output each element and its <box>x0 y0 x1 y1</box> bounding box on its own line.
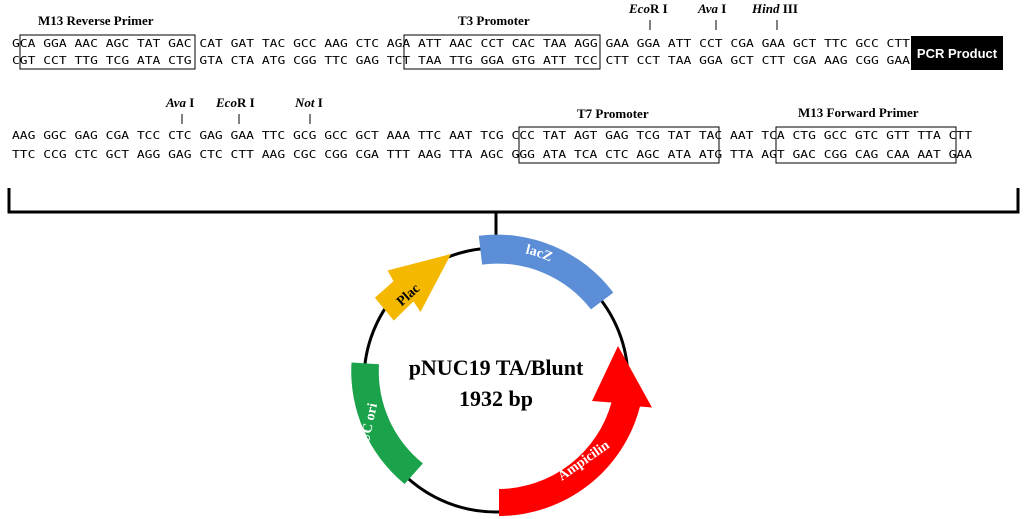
t3-promoter-label: T3 Promoter <box>458 13 530 28</box>
t7-promoter-box <box>518 126 720 164</box>
pcr-product-badge <box>911 36 1003 70</box>
sequence-row2-bottom: TTC CCG CTC GCT AGG GAG CTC CTT AAG CGC … <box>12 148 972 161</box>
sequence-row1-top: GCA GGA AAC AGC TAT GAC CAT GAT TAC GCC … <box>12 37 910 50</box>
m13-reverse-label: M13 Reverse Primer <box>38 13 154 28</box>
ecori-site-label-2: EcoR I <box>215 95 255 110</box>
m13-forward-label: M13 Forward Primer <box>798 105 919 120</box>
plasmid-size: 1932 bp <box>459 386 533 411</box>
puc-ori-arc <box>351 362 423 484</box>
puc-ori-feature: pUC ori <box>351 362 423 484</box>
lacz-feature: lacZ <box>478 234 614 310</box>
pcr-product-label: PCR Product <box>917 46 998 61</box>
ava-site-label-1: Ava I <box>697 1 726 16</box>
lacz-arc <box>478 234 614 310</box>
ampicilin-arrow <box>499 346 652 516</box>
sequence-row2-top: AAG GGC GAG CGA TCC CTC GAG GAA TTC GCG … <box>12 129 972 142</box>
insert-bracket <box>7 188 1020 214</box>
sequence-row1-bottom: CGT CCT TTG TCG ATA CTG GTA CTA ATG CGG … <box>12 54 910 67</box>
plasmid-name: pNUC19 TA/Blunt <box>409 355 584 380</box>
noti-site-label: Not I <box>294 95 323 110</box>
m13-forward-box <box>775 126 957 164</box>
hindiii-site-label: Hind III <box>751 1 798 16</box>
m13-reverse-box <box>19 34 196 70</box>
t7-promoter-label: T7 Promoter <box>577 106 649 121</box>
plac-arrow <box>374 254 451 321</box>
t3-promoter-box <box>403 34 601 70</box>
plac-feature: Plac <box>374 254 451 321</box>
ava-site-label-2: Ava I <box>165 95 194 110</box>
ecori-site-label-1: EcoR I <box>628 1 668 16</box>
